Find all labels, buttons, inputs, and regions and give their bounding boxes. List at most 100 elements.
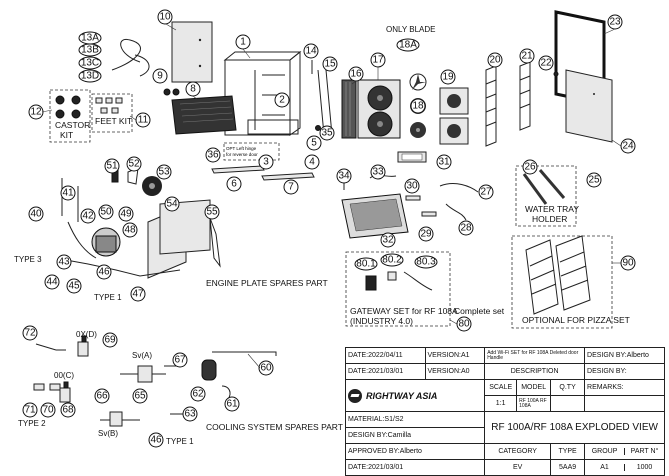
opt-note-1: OPT Left hinge [226, 146, 257, 151]
castor-kit-label-2: KIT [60, 130, 73, 140]
svg-text:53: 53 [158, 167, 170, 178]
callout-13b: 13B [78, 43, 102, 57]
svg-text:7: 7 [288, 182, 294, 193]
svg-text:71: 71 [24, 405, 36, 416]
opt-note-2: for reverse door [226, 152, 258, 157]
opt-note-box [223, 142, 280, 161]
callout-65: 65 [132, 388, 148, 404]
callout-35: 35 [319, 125, 335, 141]
callout-31: 31 [436, 154, 452, 170]
tb-type-header: TYPE [550, 443, 586, 460]
pizza-set-box [511, 235, 613, 329]
callout-80-2: 80.2 [380, 253, 404, 267]
tb-row2-version: VERSION:A0 [424, 363, 486, 380]
callout-22: 22 [538, 55, 554, 71]
callout-41: 41 [60, 185, 76, 201]
svg-text:46: 46 [98, 267, 110, 278]
callout-23: 23 [607, 14, 623, 30]
callout-53: 53 [156, 164, 172, 180]
callout-11: 11 [135, 112, 151, 128]
svg-text:30: 30 [406, 181, 418, 192]
svg-text:42: 42 [82, 211, 94, 222]
callout-49: 49 [118, 206, 134, 222]
svg-text:49: 49 [120, 209, 132, 220]
svg-text:65: 65 [134, 391, 146, 402]
svg-text:17: 17 [372, 55, 384, 66]
callout-51: 51 [104, 158, 120, 174]
callout-52: 52 [126, 156, 142, 172]
svg-text:8: 8 [190, 84, 196, 95]
svg-text:31: 31 [438, 157, 450, 168]
water-tray-label-2: HOLDER [532, 214, 567, 224]
castors [55, 95, 81, 119]
callout-60: 60 [258, 360, 274, 376]
svg-text:50: 50 [100, 207, 112, 218]
callout-18a: 18A [396, 38, 420, 52]
callout-1: 1 [235, 34, 251, 50]
svg-text:69: 69 [104, 335, 116, 346]
screws [163, 88, 180, 96]
gateway-box [345, 251, 451, 327]
tb-qty-header: Q.TY [550, 379, 586, 396]
callout-70: 70 [40, 402, 56, 418]
svg-text:72: 72 [24, 328, 36, 339]
svg-text:70: 70 [42, 405, 54, 416]
feet-kit-label: FEET KIT [95, 116, 132, 126]
svg-text:14: 14 [305, 46, 317, 57]
svg-text:18A: 18A [399, 40, 417, 51]
callout-62: 62 [190, 386, 206, 402]
callout-68: 68 [60, 402, 76, 418]
svg-text:21: 21 [521, 51, 533, 62]
svg-text:6: 6 [231, 179, 237, 190]
callout-50: 50 [98, 204, 114, 220]
callout-15: 15 [322, 56, 338, 72]
svg-text:55: 55 [206, 207, 218, 218]
cabinet-body [223, 50, 302, 136]
tb-description: DESCRIPTION [484, 363, 586, 380]
castor-kit-label-1: CASTOR [55, 120, 90, 130]
tb-date-last: DATE:2021/03/01 [344, 459, 486, 476]
power-cable [111, 39, 150, 77]
side-panel [565, 69, 613, 143]
svg-text:60: 60 [260, 363, 272, 374]
svg-text:1: 1 [240, 37, 246, 48]
callout-6: 6 [226, 176, 242, 192]
gateway-label-1: GATEWAY SET for RF 108A [350, 306, 458, 316]
svg-text:67: 67 [174, 355, 186, 366]
engine-plate [61, 178, 221, 279]
leader-lines [41, 23, 622, 369]
callout-66: 66 [94, 388, 110, 404]
svg-text:13B: 13B [81, 45, 99, 56]
callout-47: 47 [130, 286, 146, 302]
svg-text:28: 28 [460, 223, 472, 234]
svg-text:47: 47 [132, 289, 144, 300]
svg-text:44: 44 [46, 277, 58, 288]
svg-text:9: 9 [157, 71, 163, 82]
callout-46: 46 [96, 264, 112, 280]
callout-40: 40 [28, 206, 44, 222]
callout-27: 27 [478, 184, 494, 200]
tb-part-header: PART N° [630, 448, 659, 455]
callout-2: 2 [274, 92, 290, 108]
gateway-label-2: (INDUSTRY 4.0) [350, 316, 413, 326]
callout-18: 18 [410, 98, 426, 114]
svg-text:62: 62 [192, 389, 204, 400]
callout-43: 43 [56, 254, 72, 270]
callout-19: 19 [440, 69, 456, 85]
svg-text:24: 24 [622, 141, 634, 152]
fan-assembly [357, 79, 401, 139]
svg-text:2: 2 [279, 95, 285, 106]
tb-part-value: 1000 [636, 464, 653, 471]
callout-80-3: 80.3 [414, 255, 438, 269]
callout-63: 63 [182, 406, 198, 422]
gateway-parts [365, 271, 433, 291]
feet [95, 97, 123, 114]
callout-80-1: 80.1 [354, 257, 378, 271]
svg-text:43: 43 [58, 257, 70, 268]
callout-13a: 13A [78, 31, 102, 45]
tb-row1-version: VERSION:A1 [424, 347, 486, 364]
callout-80: 80 [456, 316, 472, 332]
water-tray-holder [522, 169, 566, 205]
svg-text:3: 3 [263, 157, 269, 168]
callout-14: 14 [303, 43, 319, 59]
